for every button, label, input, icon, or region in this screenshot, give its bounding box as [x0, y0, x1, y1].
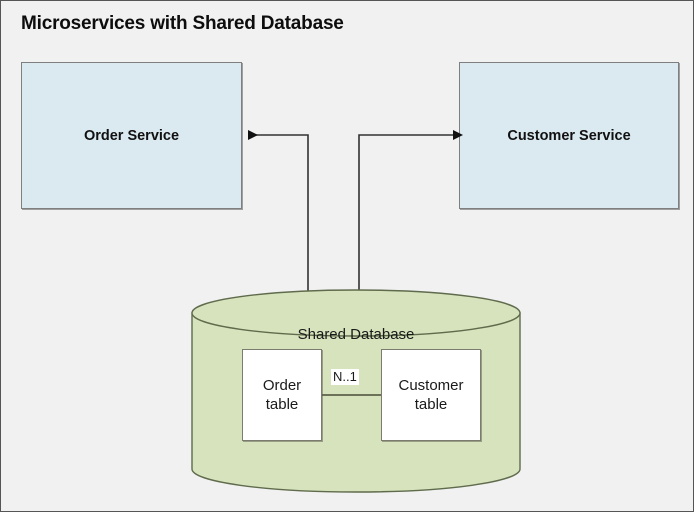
connector-order-service[interactable]	[248, 130, 309, 306]
shared-database-label: Shared Database	[297, 326, 415, 343]
order-table-node[interactable]: Order table	[242, 349, 322, 441]
customer-table-node[interactable]: Customer table	[381, 349, 481, 441]
relation-line	[322, 394, 381, 396]
order-service-node[interactable]: Order Service	[21, 62, 242, 209]
customer-table-label-line1: Customer	[398, 376, 464, 394]
order-table-label-line1: Order	[262, 376, 302, 394]
connector-customer-service[interactable]	[346, 130, 463, 306]
customer-service-label: Customer Service	[507, 127, 631, 144]
customer-table-label-line2: table	[414, 396, 448, 413]
customer-service-node[interactable]: Customer Service	[459, 62, 679, 209]
order-table-label-line2: table	[265, 396, 299, 413]
relation-cardinality-label: N..1	[331, 369, 359, 386]
page-title: Microservices with Shared Database	[21, 13, 344, 34]
order-service-label: Order Service	[83, 127, 180, 144]
cylinder-top-ellipse	[191, 289, 521, 337]
